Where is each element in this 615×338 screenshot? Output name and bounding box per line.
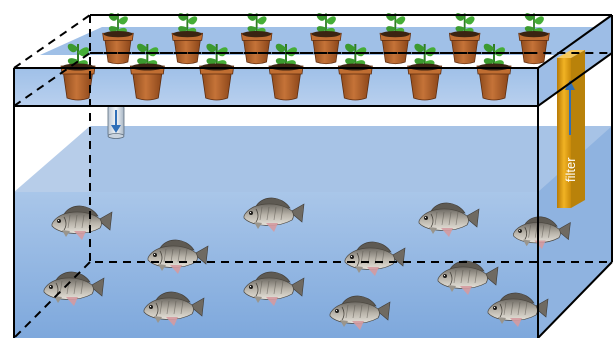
- pot-body: [132, 70, 162, 100]
- pot-body: [271, 70, 301, 100]
- pot-body: [313, 37, 340, 64]
- pot-body: [451, 37, 478, 64]
- pot-body: [243, 37, 270, 64]
- filter-label: filter: [563, 157, 578, 182]
- pot-body: [105, 37, 132, 64]
- pot-body: [521, 37, 548, 64]
- pot-body: [410, 70, 440, 100]
- pot-body: [174, 37, 201, 64]
- pot-body: [63, 70, 93, 100]
- pot-body: [340, 70, 370, 100]
- drain-pipe: [108, 106, 124, 139]
- pot-body: [382, 37, 409, 64]
- pot-body: [202, 70, 232, 100]
- pot-body: [479, 70, 509, 100]
- grow-bed: [14, 15, 612, 106]
- filter: filter: [557, 50, 585, 208]
